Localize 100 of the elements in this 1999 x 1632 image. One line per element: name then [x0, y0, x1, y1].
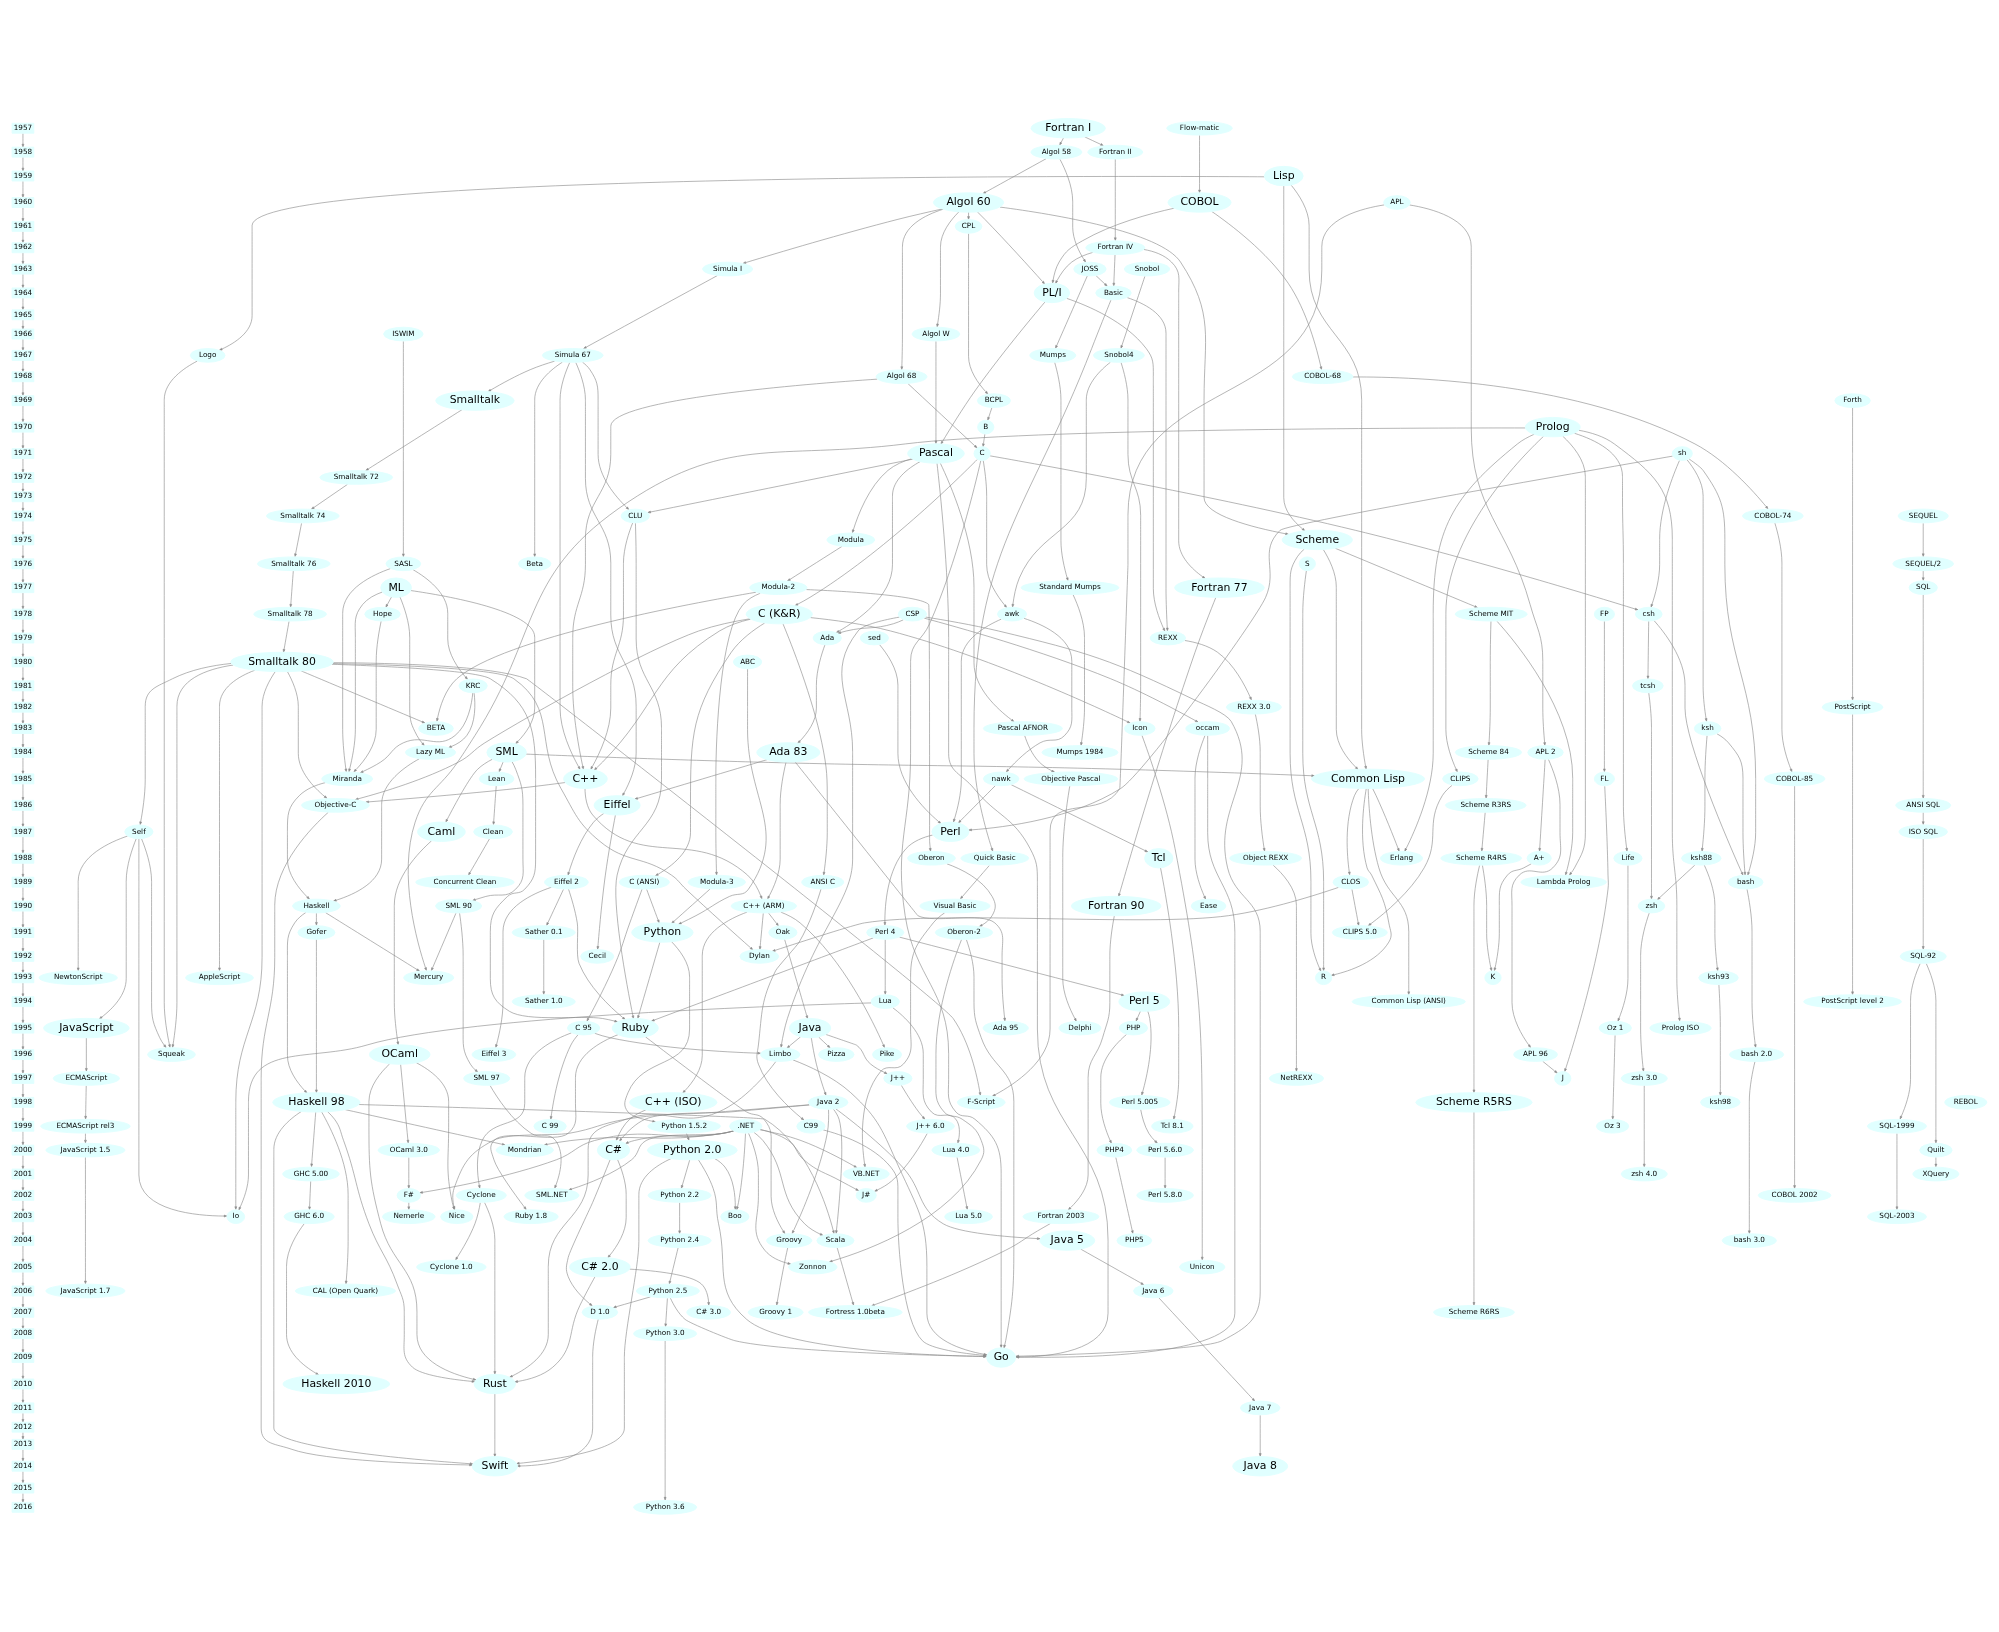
node-ellipse: REXX 3.0 [1225, 699, 1282, 714]
arrow [21, 1361, 25, 1379]
arrow [1718, 984, 1722, 1095]
node-ellipse: Clean [473, 824, 513, 839]
arrow [940, 462, 1015, 722]
arrow [1686, 459, 1708, 722]
node-ellipse: SQL-1999 [1867, 1118, 1927, 1134]
arrow [1574, 432, 1628, 851]
arrow [21, 783, 25, 800]
arrow [1066, 297, 1166, 631]
node-ellipse: ECMAScript [52, 1070, 120, 1086]
arrow [772, 886, 1339, 952]
arrow [1084, 136, 1104, 146]
arrow [616, 1109, 647, 1141]
node-box: 2001 [11, 1168, 35, 1179]
arrow [883, 834, 933, 925]
arrow [509, 1060, 777, 1377]
arrow [348, 591, 383, 772]
arrow [1112, 254, 1116, 286]
arrow [982, 433, 986, 447]
arrow [584, 787, 763, 899]
arrow [445, 758, 493, 822]
arrow [21, 711, 25, 724]
arrow [946, 862, 996, 927]
node-box: 2002 [11, 1189, 35, 1201]
node-ellipse: SEQUEL/2 [1892, 556, 1954, 571]
arrow [1511, 758, 1561, 1048]
arrow [613, 1296, 651, 1308]
node-ellipse: Delphi [1058, 1020, 1102, 1035]
node-box: 2015 [11, 1482, 35, 1493]
node-ellipse: Flow-matic [1166, 120, 1233, 136]
arrow [289, 570, 294, 607]
arrow [1095, 274, 1108, 286]
node-ellipse: Python 3.6 [633, 1499, 698, 1515]
arrow [477, 1032, 572, 1188]
node-ellipse: SEQUEL [1897, 508, 1949, 523]
arrow [1346, 787, 1360, 875]
arrow [883, 938, 887, 995]
arrow [829, 938, 985, 1262]
node-ellipse: COBOL-74 [1742, 508, 1804, 523]
arrow [218, 669, 256, 971]
arrow [663, 1340, 667, 1500]
node-ellipse: GHC 5.00 [282, 1166, 340, 1181]
node-box: 2007 [11, 1306, 35, 1318]
arrow [629, 1268, 710, 1305]
node-ellipse: Modula-3 [687, 874, 746, 889]
node-ellipse: Lisp [1263, 165, 1304, 186]
node-ellipse: Caml [417, 821, 466, 842]
arrow [21, 690, 25, 702]
arrow [1748, 1060, 1756, 1234]
node-ellipse: zsh 3.0 [1620, 1070, 1668, 1086]
arrow [992, 204, 1385, 1096]
arrow [516, 1157, 672, 1465]
arrow [1640, 912, 1650, 1072]
arrow [21, 936, 25, 952]
arrow [21, 1178, 25, 1191]
arrow [533, 361, 563, 557]
arrow [1851, 713, 1854, 995]
arrow [607, 1158, 627, 1258]
arrow [787, 545, 843, 581]
arrow [332, 662, 754, 950]
arrow [1163, 1156, 1167, 1189]
arrow [1120, 275, 1146, 349]
arrow [419, 1130, 734, 1194]
arrow [1255, 713, 1266, 851]
arrow [1409, 204, 1546, 746]
node-ellipse: COBOL-85 [1763, 771, 1826, 786]
node-ellipse: Eiffel 2 [544, 874, 589, 889]
node-box: 1999 [11, 1120, 35, 1132]
arrow [1283, 185, 1306, 531]
arrow [559, 361, 581, 770]
arrow [1653, 619, 1744, 875]
arrow [1921, 570, 1925, 581]
arrow [21, 836, 25, 853]
node-ellipse: Algol 68 [875, 368, 928, 384]
arrow [784, 938, 808, 1019]
node-ellipse: Java 8 [1232, 1455, 1289, 1476]
node-ellipse: Groovy 1 [747, 1304, 804, 1320]
arrow [956, 1156, 968, 1210]
arrow [514, 1275, 596, 1383]
arrow [624, 940, 690, 1123]
node-ellipse: PHP [1118, 1020, 1148, 1035]
arrow [1603, 620, 1606, 772]
arrow [953, 618, 1002, 822]
node-ellipse: Smalltalk 78 [253, 606, 327, 621]
node-ellipse: bash 2.0 [1729, 1046, 1785, 1062]
arrow [1564, 785, 1609, 1072]
arrow [682, 911, 748, 1093]
arrow [1716, 733, 1747, 875]
arrow [287, 781, 326, 899]
arrow [825, 1033, 888, 1074]
node-ellipse: Object REXX [1229, 850, 1303, 866]
arrow [837, 619, 904, 634]
arrow [1562, 435, 1586, 875]
node-ellipse: ANSI C [801, 874, 845, 889]
arrow [736, 1132, 746, 1210]
arrow [1194, 734, 1206, 899]
node-ellipse: APL 2 [1527, 744, 1564, 760]
arrow [892, 1007, 960, 1143]
arrow [1143, 248, 1206, 579]
